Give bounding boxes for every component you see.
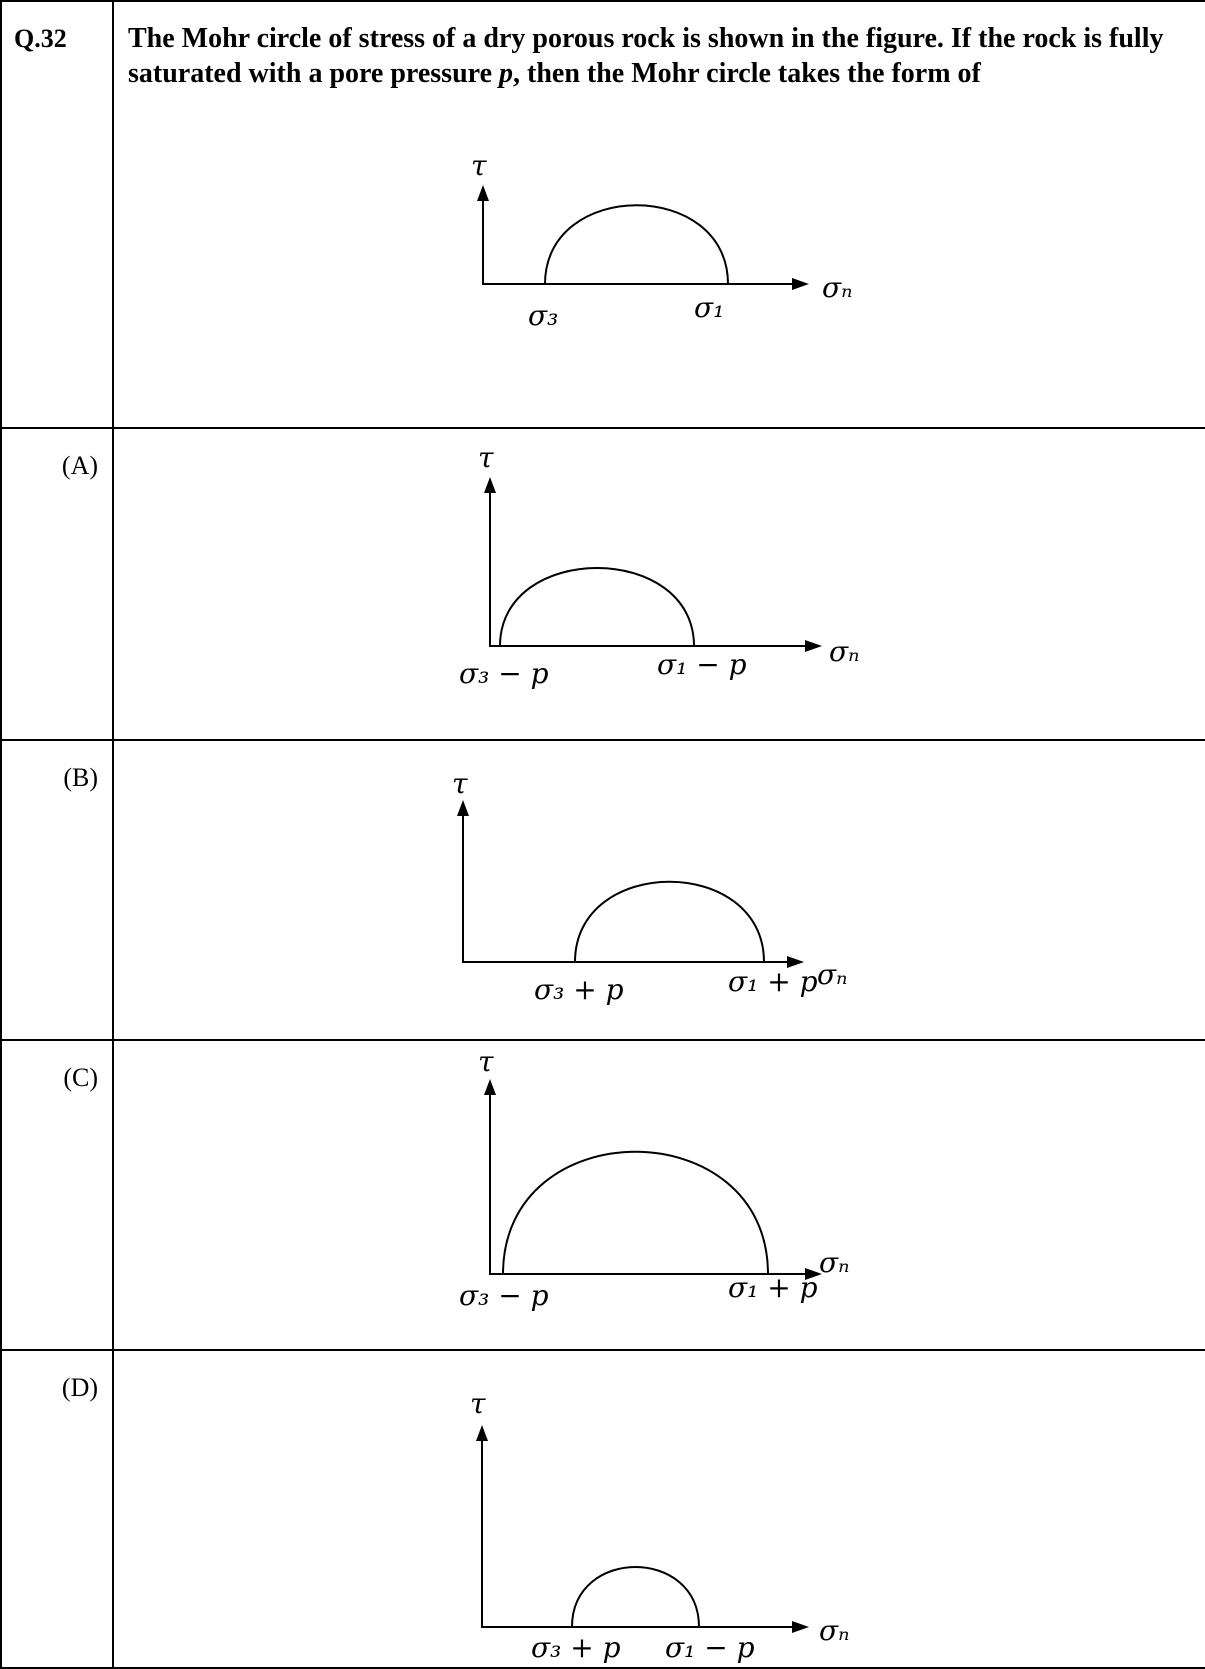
option-b-label: (B) <box>63 763 98 792</box>
option-c-label-cell[interactable]: (C) <box>0 1039 114 1351</box>
option-a-row[interactable]: (A) τ σₙ σ₃ − p σ₁ − p <box>0 427 1205 741</box>
option-c-figure-cell[interactable]: τ σₙ σ₃ − p σ₁ + p <box>112 1039 1205 1351</box>
question-row: Q.32 The Mohr circle of stress of a dry … <box>0 0 1205 429</box>
normal-stress-axis-arrowhead <box>792 1621 809 1633</box>
tau-label: τ <box>470 1387 486 1420</box>
option-d-label-cell[interactable]: (D) <box>0 1349 114 1669</box>
option-d-figure-cell[interactable]: τ σₙ σ₃ + p σ₁ − p <box>112 1349 1205 1669</box>
tau-label: τ <box>478 441 494 474</box>
normal-stress-label: σₙ <box>819 1246 849 1279</box>
tau-axis-arrowhead <box>477 185 489 201</box>
normal-stress-axis-arrowhead <box>805 1268 822 1280</box>
option-b-label-cell[interactable]: (B) <box>0 739 114 1041</box>
option-b-row[interactable]: (B) τ σₙ σ₃ + p σ₁ + p <box>0 739 1205 1041</box>
mohr-semicircle <box>574 880 765 963</box>
tau-axis-arrowhead <box>484 1079 496 1095</box>
left-stress-label: σ₃ − p <box>459 657 549 690</box>
question-text-start: The Mohr circle of stress of a dry porou… <box>128 23 1164 89</box>
tau-label: τ <box>478 1045 494 1078</box>
normal-stress-axis-arrowhead <box>805 640 822 652</box>
normal-stress-label: σₙ <box>819 1614 849 1647</box>
normal-stress-axis-arrowhead <box>792 278 809 290</box>
tau-axis-arrowhead <box>484 477 496 493</box>
option-a-figure-cell[interactable]: τ σₙ σ₃ − p σ₁ − p <box>112 427 1205 741</box>
option-d-mohr-diagram: τ σₙ σ₃ + p σ₁ − p <box>470 1387 849 1664</box>
question-number: Q.32 <box>14 24 67 53</box>
question-mohr-diagram: τ σₙ σ₃ σ₁ <box>471 149 852 332</box>
pore-pressure-variable: p <box>499 58 513 89</box>
tau-label: τ <box>471 149 487 182</box>
option-c-mohr-diagram: τ σₙ σ₃ − p σ₁ + p <box>459 1045 849 1312</box>
option-c-row[interactable]: (C) τ σₙ σ₃ − p σ₁ + p <box>0 1039 1205 1351</box>
normal-stress-label: σₙ <box>817 958 847 991</box>
right-stress-label: σ₁ − p <box>665 1631 755 1664</box>
mohr-semicircle <box>571 1566 700 1628</box>
sigma3-label: σ₃ <box>528 299 558 332</box>
mohr-semicircle <box>544 204 729 285</box>
option-a-mohr-diagram: τ σₙ σ₃ − p σ₁ − p <box>459 441 859 690</box>
question-text: The Mohr circle of stress of a dry porou… <box>114 2 1205 91</box>
option-c-label: (C) <box>63 1063 98 1092</box>
option-d-label: (D) <box>61 1373 98 1402</box>
tau-axis-arrowhead <box>476 1425 488 1441</box>
sigma1-label: σ₁ <box>694 291 724 324</box>
normal-stress-label: σₙ <box>822 271 852 304</box>
option-d-row[interactable]: (D) τ σₙ σ₃ + p σ₁ − p <box>0 1349 1205 1669</box>
mohr-semicircle <box>502 1150 769 1275</box>
right-stress-label: σ₁ − p <box>657 648 747 681</box>
question-cell: The Mohr circle of stress of a dry porou… <box>112 0 1205 429</box>
option-a-label: (A) <box>61 451 98 480</box>
option-b-mohr-diagram: τ σₙ σ₃ + p σ₁ + p <box>452 767 847 1006</box>
left-stress-label: σ₃ + p <box>531 1631 621 1664</box>
right-stress-label: σ₁ + p <box>728 1271 818 1304</box>
option-a-label-cell[interactable]: (A) <box>0 427 114 741</box>
option-b-figure-cell[interactable]: τ σₙ σ₃ + p σ₁ + p <box>112 739 1205 1041</box>
left-stress-label: σ₃ + p <box>534 973 624 1006</box>
question-number-cell: Q.32 <box>0 0 114 429</box>
tau-label: τ <box>452 767 468 800</box>
tau-axis-arrowhead <box>457 800 469 816</box>
right-stress-label: σ₁ + p <box>728 965 818 998</box>
normal-stress-axis-arrowhead <box>787 956 804 968</box>
question-text-end: , then the Mohr circle takes the form of <box>513 58 981 89</box>
mohr-semicircle <box>499 567 695 647</box>
left-stress-label: σ₃ − p <box>459 1279 549 1312</box>
normal-stress-label: σₙ <box>829 635 859 668</box>
